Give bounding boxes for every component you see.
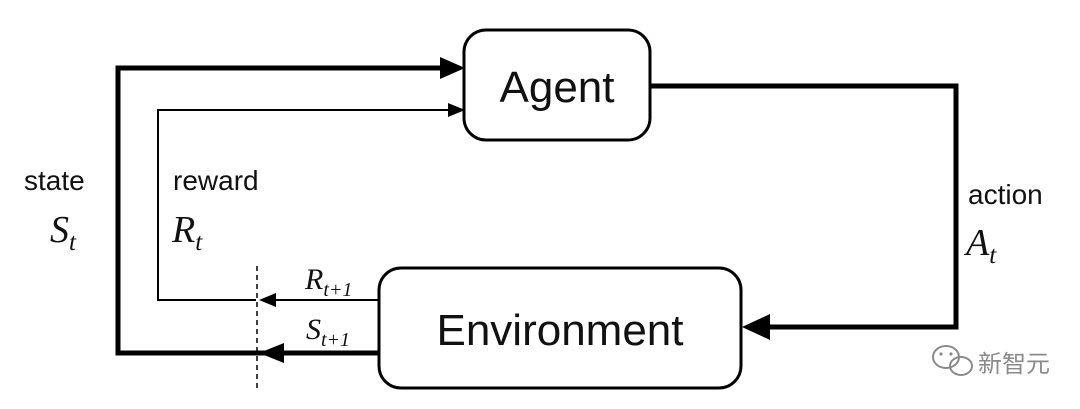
action-path: [650, 83, 959, 330]
reward-symbol-label: Rt: [171, 209, 203, 256]
action-arrowhead: [742, 314, 770, 340]
agent-label: Agent: [500, 63, 615, 112]
state-word-label: state: [24, 165, 85, 196]
next-state-label: St+1: [306, 313, 350, 351]
next-state-arrowhead: [259, 343, 284, 363]
next-reward-label: Rt+1: [304, 263, 352, 301]
state-symbol-label: St: [50, 209, 77, 256]
environment-box: [377, 266, 743, 390]
state-path: [115, 65, 440, 356]
reward-arrowhead: [448, 103, 465, 117]
action-symbol-label: At: [963, 222, 997, 269]
action-word-label: action: [968, 179, 1043, 210]
reward-path: [157, 109, 448, 301]
next-reward-arrowhead: [259, 293, 276, 307]
reward-word-label: reward: [173, 165, 259, 196]
environment-label: Environment: [436, 306, 683, 355]
wechat-icon: [932, 345, 973, 376]
watermark-text: 新智元: [978, 350, 1050, 378]
state-arrowhead: [440, 57, 465, 79]
